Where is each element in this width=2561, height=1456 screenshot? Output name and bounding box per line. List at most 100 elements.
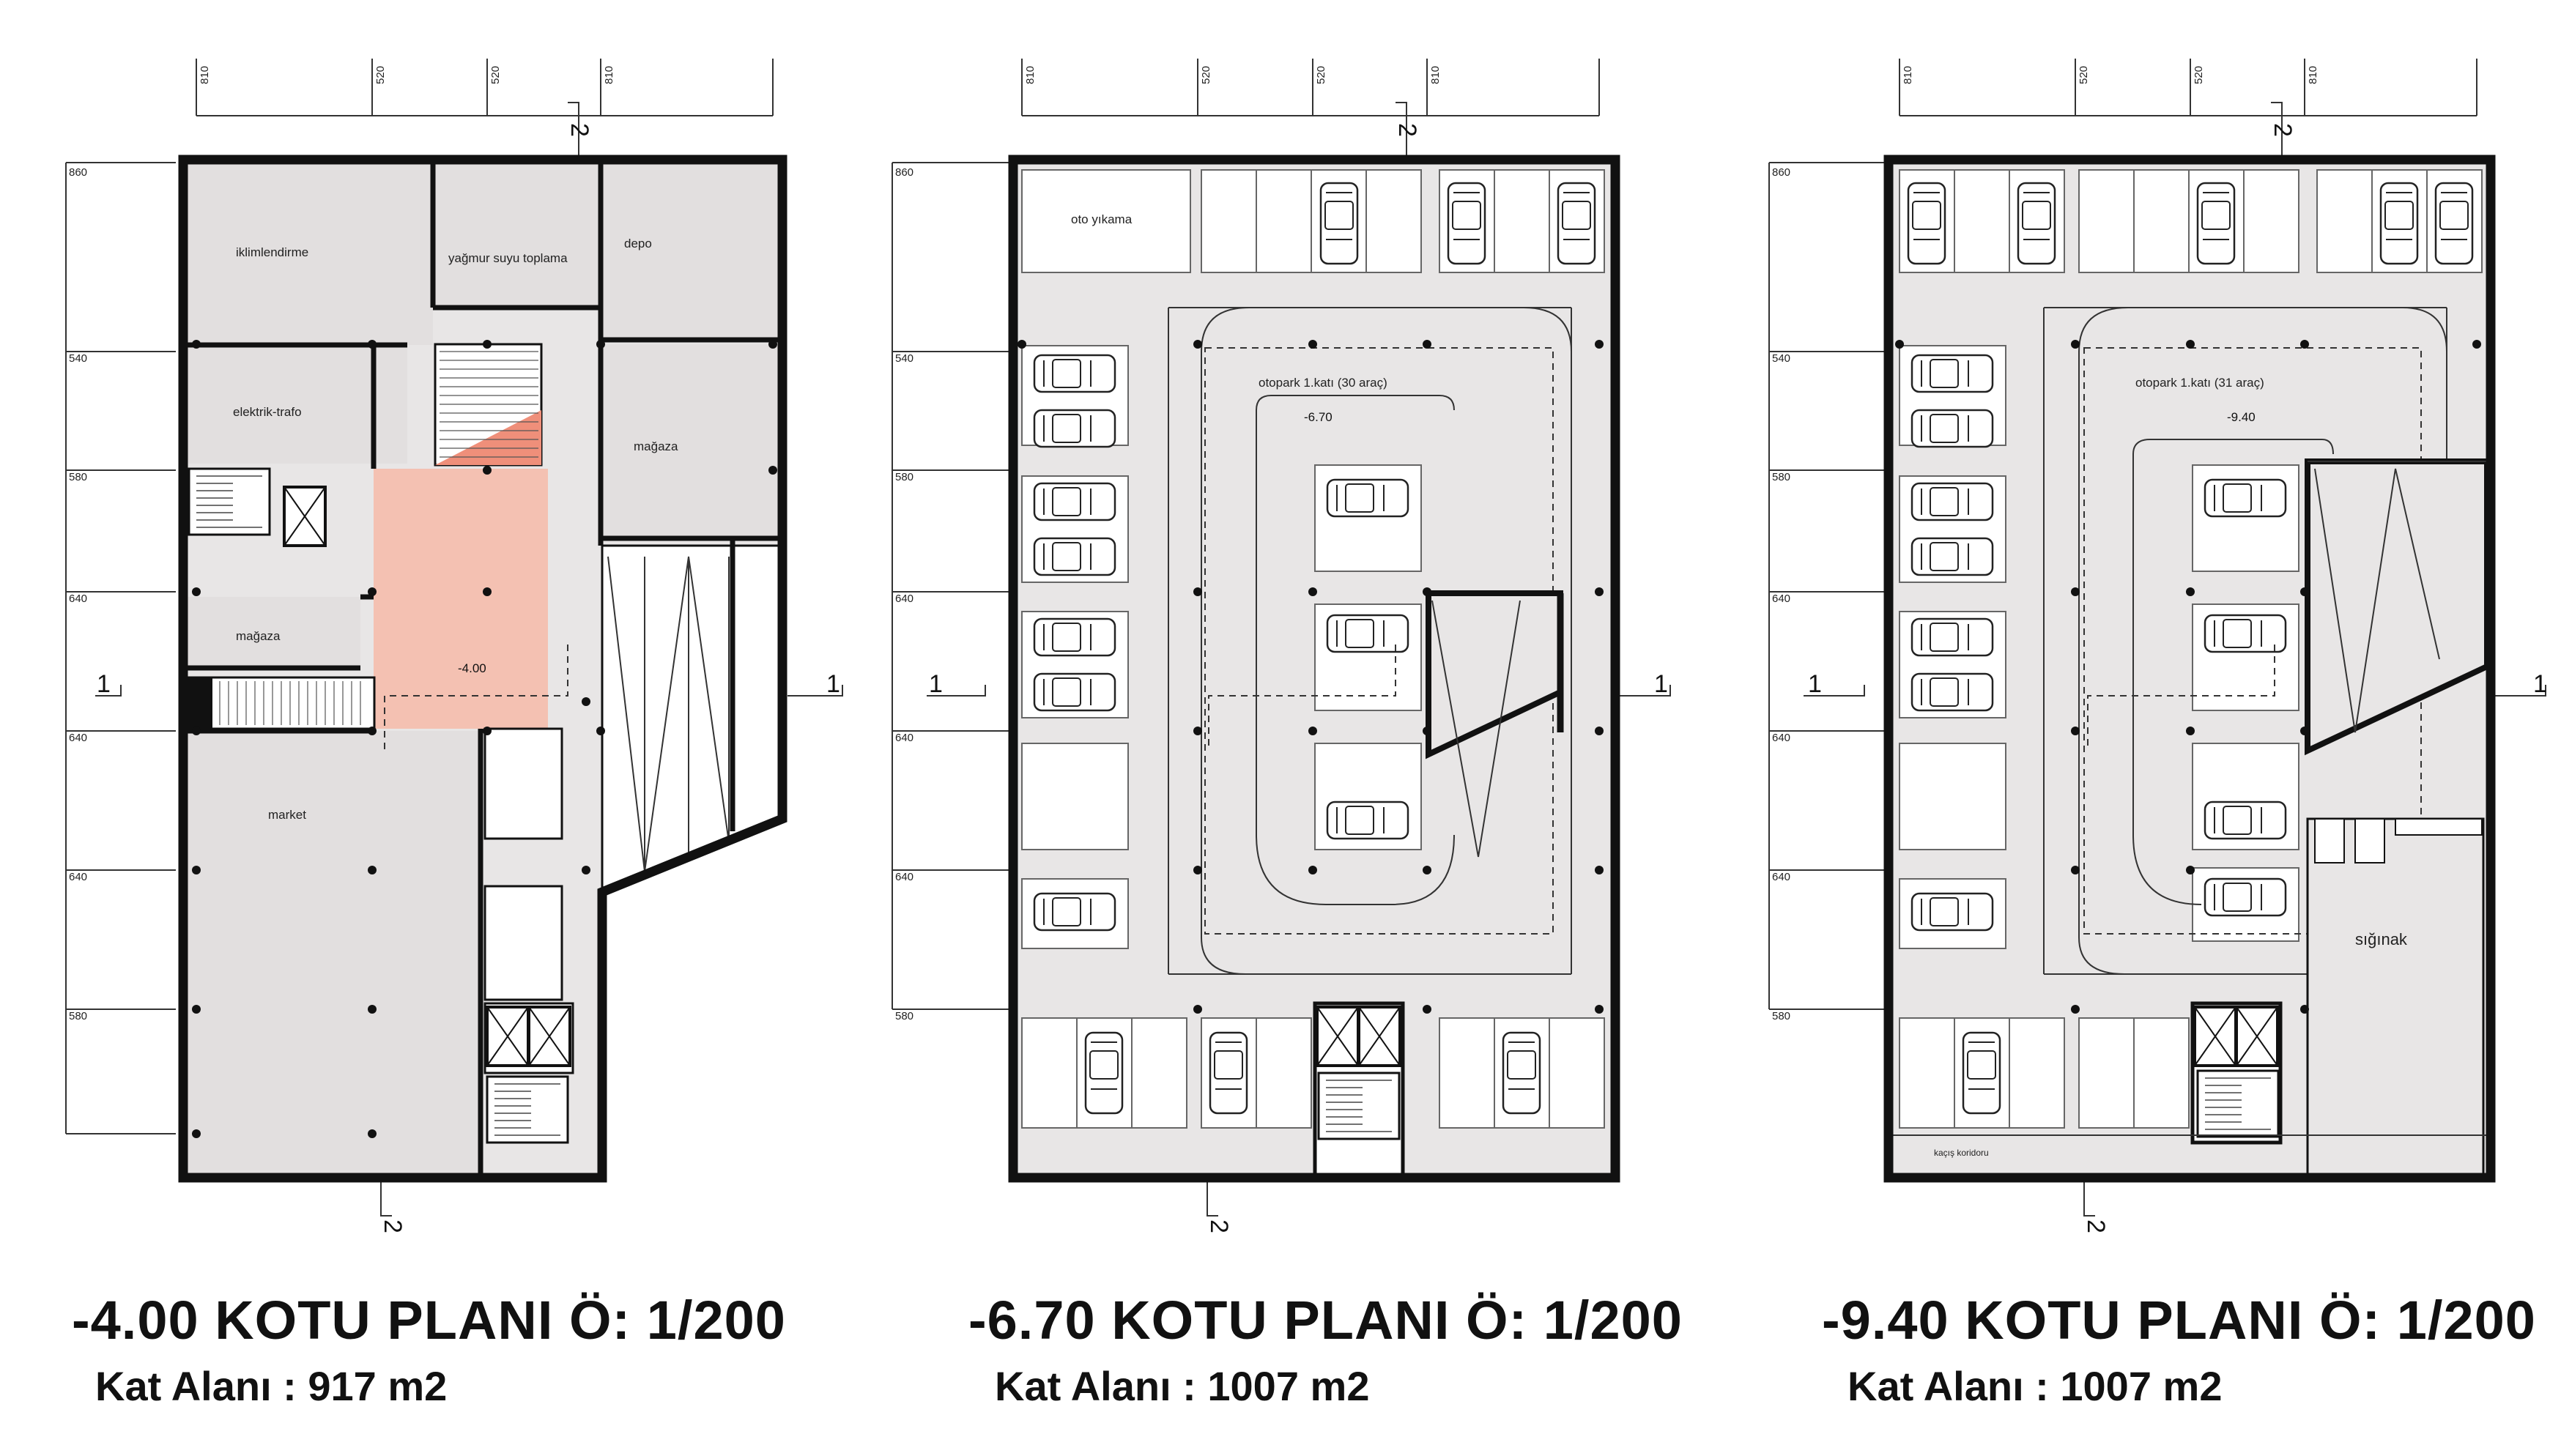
parking-left-column	[1899, 345, 2006, 949]
room-magaza-right	[601, 344, 778, 538]
label-yagmur: yağmur suyu toplama	[448, 251, 568, 265]
plan-area-3: Kat Alanı : 1007 m2	[1847, 1363, 2223, 1409]
label-oto-yikama: oto yıkama	[1071, 212, 1133, 226]
level-mark: -4.00	[458, 661, 486, 675]
dim-h-2: 520	[374, 66, 387, 84]
dim-v-2: 540	[1772, 352, 1790, 365]
lobby-highlight	[374, 469, 548, 729]
dim-h-1: 810	[1024, 66, 1037, 84]
dim-h-2: 520	[2078, 66, 2090, 84]
room-depo	[601, 164, 778, 340]
label-siginak: sığınak	[2355, 930, 2408, 948]
dim-h-3: 520	[2193, 66, 2205, 84]
outer-wall	[178, 155, 787, 1183]
section-mark-1-right: 1	[1654, 670, 1668, 698]
parking-center	[2192, 464, 2299, 942]
room-iklimlendirme	[188, 164, 433, 345]
section-mark-2-top: 2	[1393, 123, 1421, 137]
plan-minus-9-40: 810 520 520 810 860 540 580 640 640 640 …	[1768, 59, 2547, 1233]
dim-v-3: 580	[1772, 471, 1790, 483]
dim-h-1: 810	[1902, 66, 1914, 84]
main-stair	[434, 343, 543, 467]
dim-v-3: 580	[895, 471, 913, 483]
label-magaza-right: mağaza	[634, 439, 678, 453]
parking-bottom-row	[1021, 1017, 1605, 1129]
section-mark-1-left: 1	[929, 670, 943, 698]
section-mark-1-right: 1	[2533, 670, 2547, 698]
dim-h-4: 810	[2307, 66, 2319, 84]
label-market: market	[268, 808, 306, 822]
dim-v-5: 640	[69, 732, 87, 744]
section-mark-2-top: 2	[2269, 123, 2297, 137]
top-dimension-ticks	[1021, 59, 1600, 116]
left-dimension-ticks	[65, 162, 176, 1134]
room-market	[188, 731, 481, 1173]
left-dimension-ticks	[892, 162, 1011, 1010]
dim-v-5: 640	[895, 732, 913, 744]
top-dimension-ticks	[196, 59, 774, 116]
dim-v-7: 580	[1772, 1010, 1790, 1022]
top-dimension-ticks	[1899, 59, 2477, 116]
dim-v-6: 640	[69, 871, 87, 883]
entrance-stair	[183, 676, 376, 730]
section-mark-1-left: 1	[97, 670, 111, 698]
label-otopark: otopark 1.katı (31 araç)	[2135, 376, 2264, 390]
label-kacis: kaçış koridoru	[1934, 1148, 1989, 1158]
dim-h-1: 810	[199, 66, 211, 84]
dim-h-2: 520	[1200, 66, 1212, 84]
parking-center	[1314, 464, 1422, 850]
parking-top-row	[1899, 169, 2483, 273]
columns	[192, 340, 777, 1138]
plan-minus-6-70: 810 520 520 810 860 540 580 640 640 640 …	[892, 59, 1671, 1233]
ramp	[1426, 590, 1564, 858]
dim-v-4: 640	[1772, 593, 1790, 605]
room-magaza-left	[188, 597, 360, 670]
parking-top-row	[1021, 169, 1605, 273]
outer-wall	[1008, 155, 1620, 1183]
label-magaza-left: mağaza	[236, 629, 281, 643]
columns	[1018, 340, 1604, 1014]
dim-v-4: 640	[69, 593, 87, 605]
core	[2190, 1001, 2283, 1145]
level-mark: -6.70	[1304, 410, 1333, 424]
core	[1313, 1001, 1405, 1178]
section-mark-2-bottom: 2	[1205, 1219, 1233, 1233]
outer-wall	[1883, 155, 2496, 1183]
dim-v-6: 640	[1772, 871, 1790, 883]
shelter	[2306, 817, 2485, 1175]
dim-h-4: 810	[1429, 66, 1442, 84]
dim-h-3: 520	[1315, 66, 1327, 84]
plan-minus-4-00: 810 520 520 810 860 540 580 640 640 640 …	[65, 59, 843, 1233]
room-yagmur	[435, 164, 598, 307]
plan-title-3: -9.40 KOTU PLANI Ö: 1/200	[1822, 1290, 2536, 1351]
dim-v-2: 540	[895, 352, 913, 365]
dim-v-7: 580	[69, 1010, 87, 1022]
section-mark-2-top: 2	[566, 123, 593, 137]
label-depo: depo	[624, 237, 652, 250]
plan-title-1: -4.00 KOTU PLANI Ö: 1/200	[72, 1290, 786, 1351]
dim-v-7: 580	[895, 1010, 913, 1022]
columns	[1895, 340, 2481, 1014]
dim-v-3: 580	[69, 471, 87, 483]
level-mark: -9.40	[2227, 410, 2256, 424]
left-dimension-ticks	[1768, 162, 1886, 1010]
dim-v-6: 640	[895, 871, 913, 883]
ramp	[601, 544, 784, 894]
section-mark-2-bottom: 2	[379, 1219, 407, 1233]
plan-title-2: -6.70 KOTU PLANI Ö: 1/200	[968, 1290, 1683, 1351]
dim-v-1: 860	[895, 166, 913, 179]
dim-v-4: 640	[895, 593, 913, 605]
dim-v-1: 860	[69, 166, 87, 179]
dim-v-1: 860	[1772, 166, 1790, 179]
dim-v-5: 640	[1772, 732, 1790, 744]
parking-left-column	[1021, 345, 1129, 949]
label-otopark: otopark 1.katı (30 araç)	[1259, 376, 1387, 390]
parking-bottom-row	[1899, 1017, 2190, 1129]
dim-h-3: 520	[489, 66, 502, 84]
section-mark-1-right: 1	[826, 670, 840, 698]
section-mark-2-bottom: 2	[2082, 1219, 2110, 1233]
room-elektrik	[188, 348, 407, 464]
plan-area-2: Kat Alanı : 1007 m2	[995, 1363, 1370, 1409]
label-elektrik: elektrik-trafo	[233, 405, 302, 419]
